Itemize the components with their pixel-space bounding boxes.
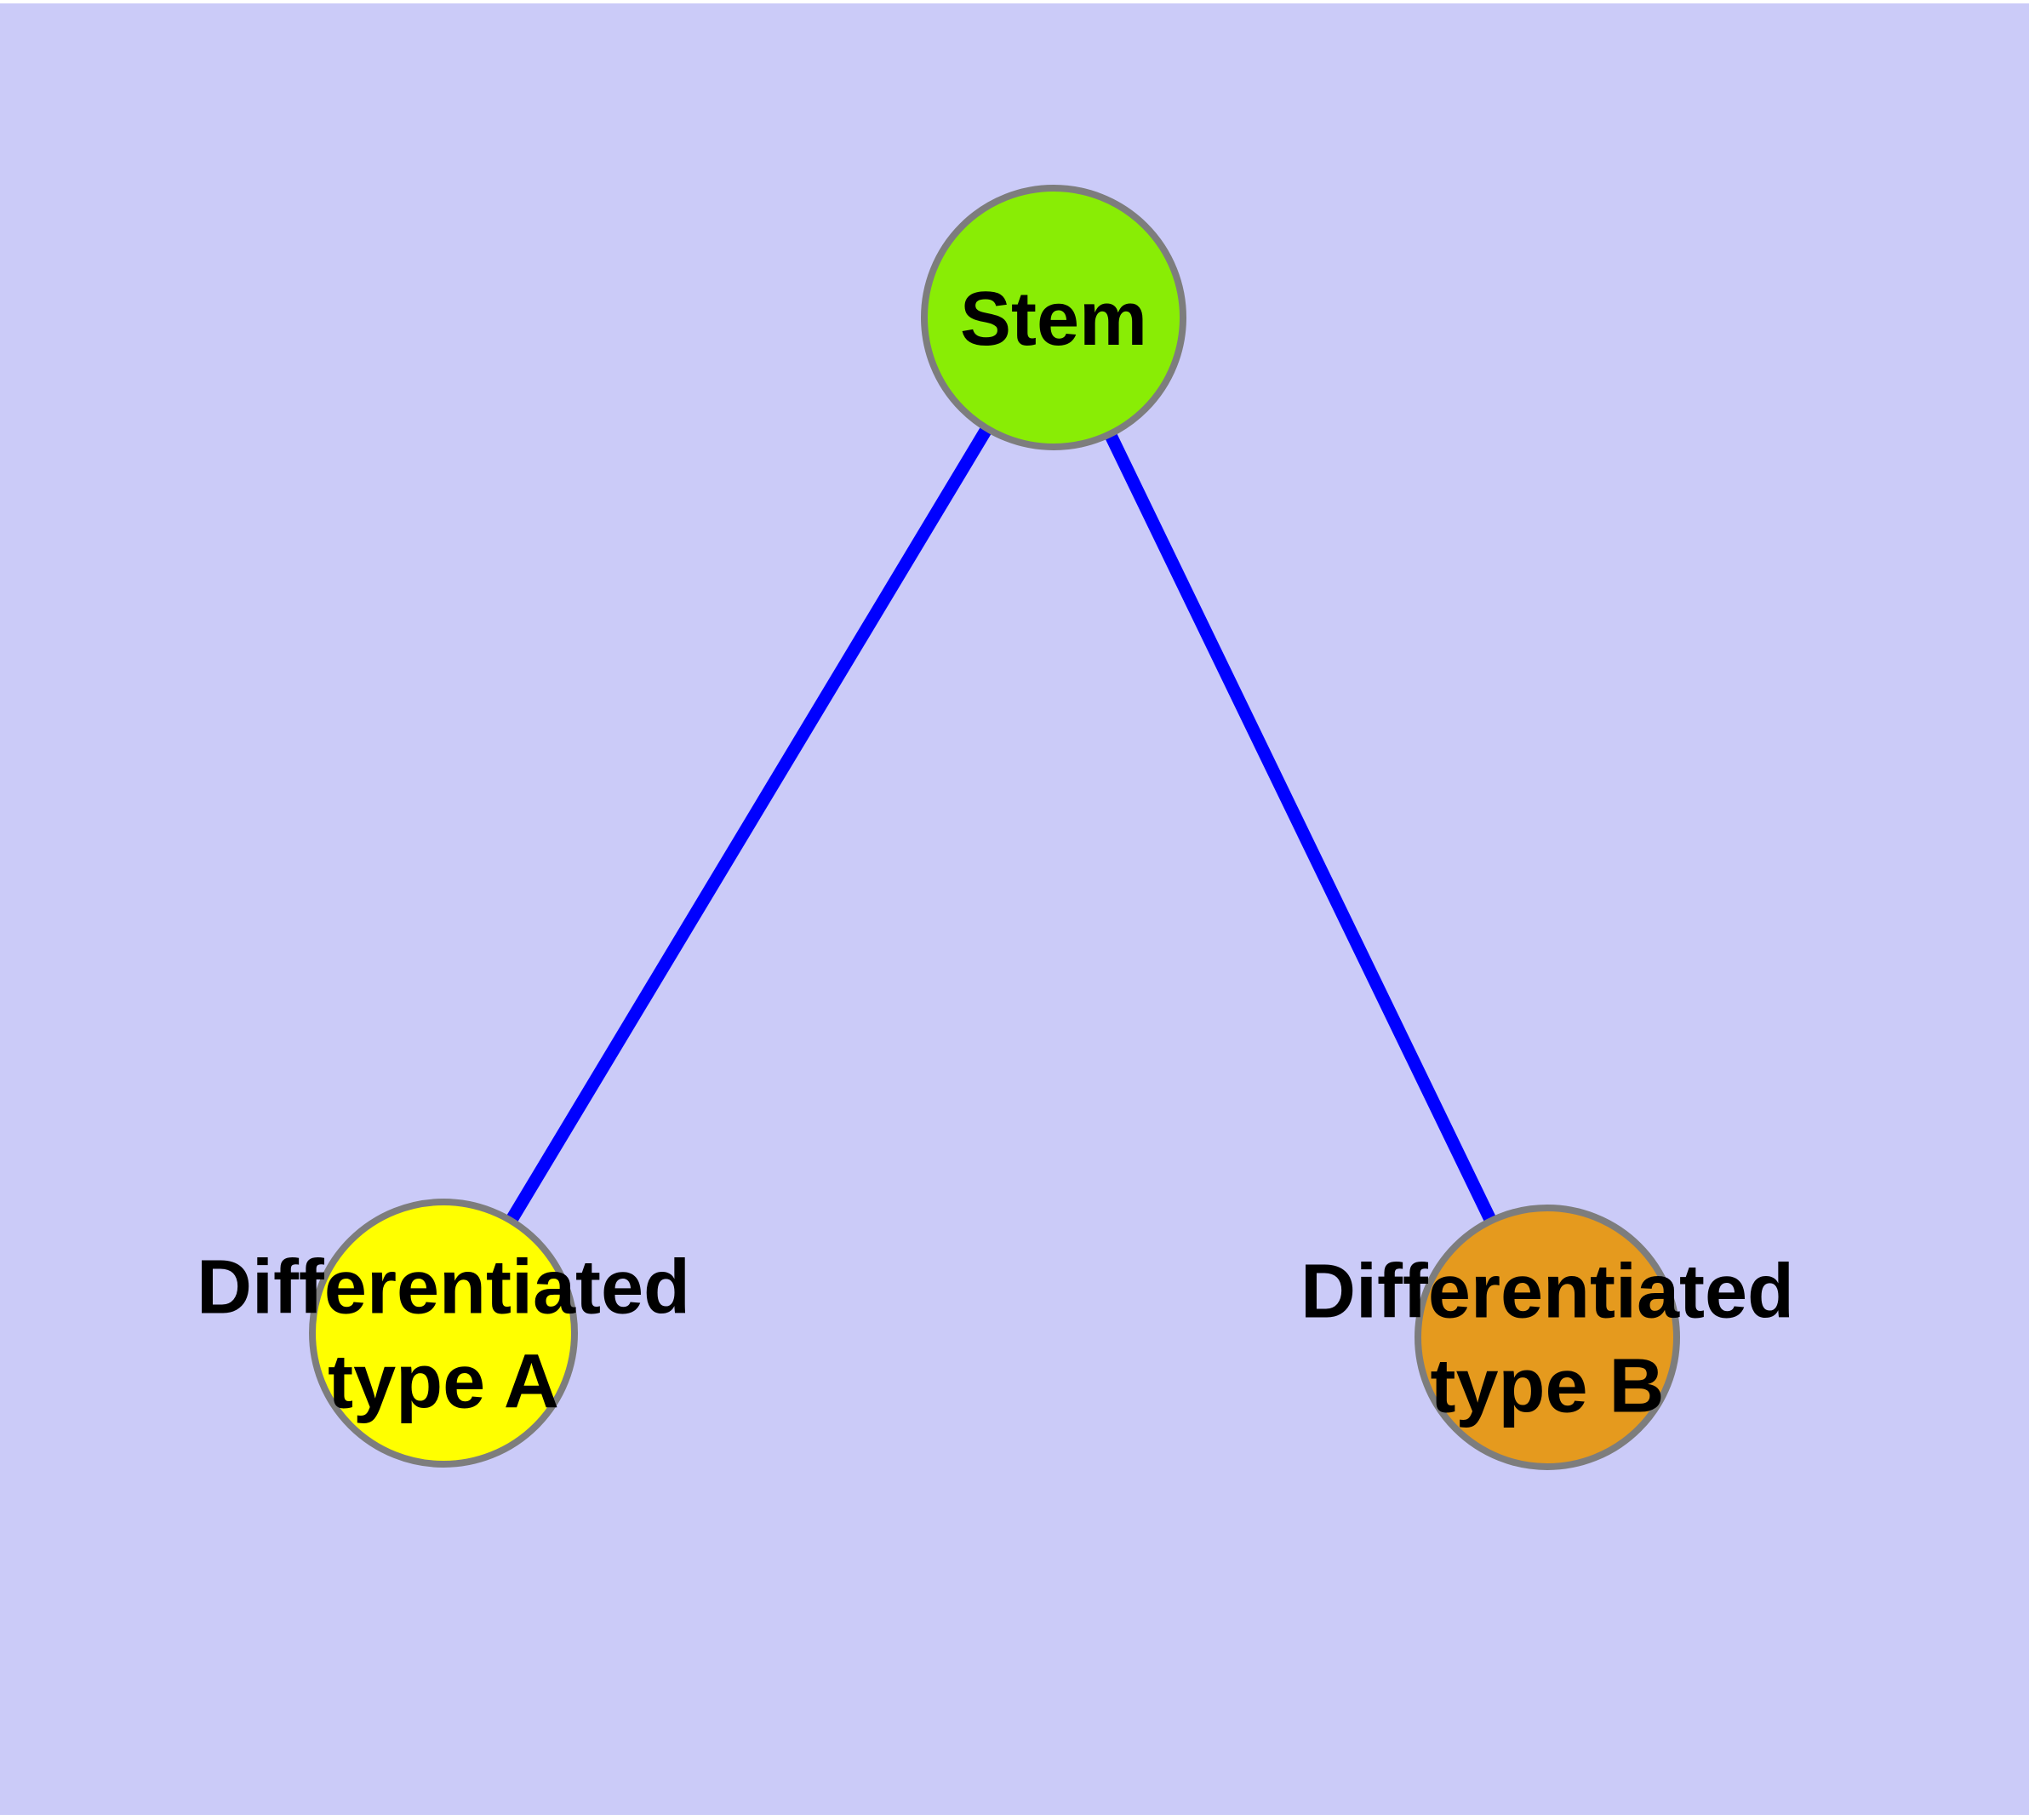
edges-layer (437, 314, 1553, 1341)
node-stem-label: Stem (960, 277, 1147, 362)
edge-stem-diff-b (1048, 314, 1553, 1341)
node-diff-a-circle[interactable] (309, 1199, 578, 1468)
node-diff-b-circle[interactable] (1415, 1205, 1680, 1470)
node-stem[interactable]: Stem (921, 185, 1186, 450)
node-stem-circle[interactable] (921, 185, 1186, 450)
edge-stem-diff-a (437, 314, 1060, 1336)
